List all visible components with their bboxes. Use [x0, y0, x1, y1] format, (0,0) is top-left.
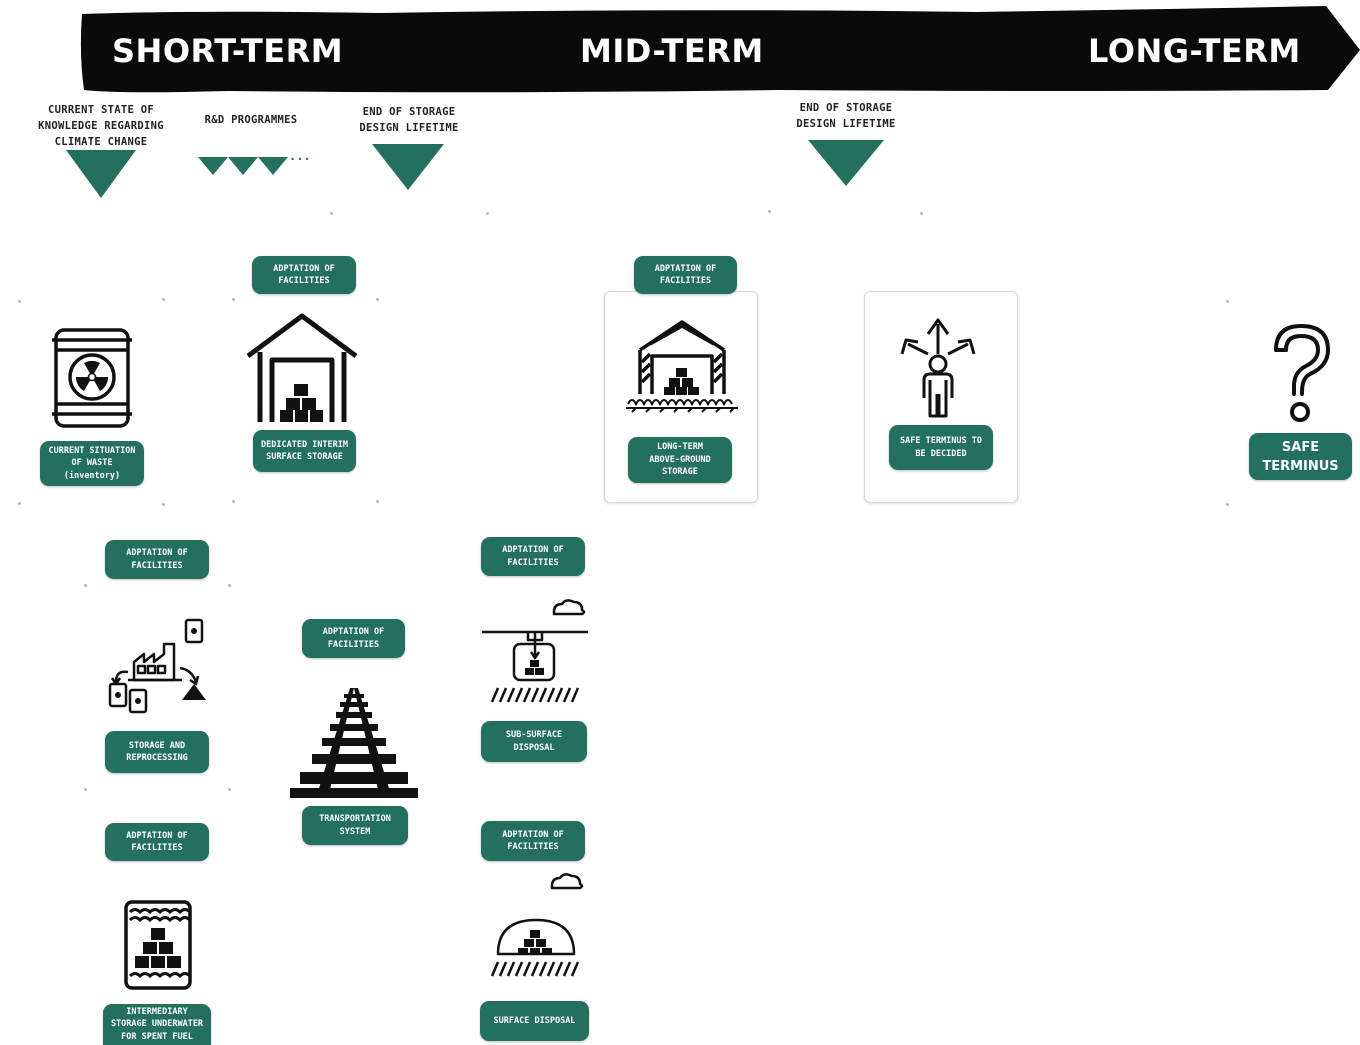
underground-disposal-icon [482, 599, 588, 703]
decor-dot [1226, 300, 1229, 303]
decor-dot [232, 298, 235, 301]
decor-dot [330, 212, 333, 215]
phase-mid-term: MID-TERM [580, 32, 764, 70]
timeline-bar: SHORT-TERM MID-TERM LONG-TERM [78, 4, 1360, 96]
node-sub-surface-disposal[interactable]: SUB-SURFACE DISPOSAL [481, 721, 587, 762]
decor-dot [376, 298, 379, 301]
decor-dot [920, 212, 923, 215]
node-transportation[interactable]: TRANSPORTATION SYSTEM [302, 806, 408, 845]
node-intermediary-storage[interactable]: INTERMEDIARY STORAGE UNDERWATER FOR SPEN… [103, 1004, 211, 1045]
node-safe-terminus[interactable]: SAFE TERMINUS [1249, 433, 1352, 480]
radioactive-barrel-icon [52, 328, 132, 428]
adaptation-badge-transport[interactable]: ADPTATION OF FACILITIES [302, 619, 405, 658]
decor-dot [1226, 503, 1229, 506]
question-mark-icon [1274, 323, 1331, 422]
marker-end-storage-2-label: END OF STORAGE DESIGN LIFETIME [796, 102, 896, 130]
node-long-term-above-ground[interactable]: LONG-TERM ABOVE-GROUND STORAGE [628, 437, 732, 483]
decor-dot [162, 503, 165, 506]
surface-dome-icon [490, 873, 584, 977]
marker-end-storage-1-label: END OF STORAGE DESIGN LIFETIME [359, 106, 459, 134]
decor-dot [84, 584, 87, 587]
marker-rd-label: R&D PROGRAMMES [204, 114, 298, 126]
marker-end-storage-2-triangle [808, 140, 884, 186]
decor-dot [376, 500, 379, 503]
marker-current-state-triangle [66, 150, 136, 198]
person-arrows-icon [900, 318, 976, 418]
warehouse-icon [246, 313, 358, 422]
phase-long-term: LONG-TERM [1088, 32, 1301, 70]
marker-rd-triangle-2 [228, 157, 258, 175]
decor-dot [232, 500, 235, 503]
underwater-storage-icon [124, 900, 192, 990]
decor-dot [84, 788, 87, 791]
marker-end-storage-1-triangle [372, 144, 444, 190]
decor-dot [228, 788, 231, 791]
adaptation-badge-interim[interactable]: ADPTATION OF FACILITIES [252, 256, 356, 294]
timeline-arrow-shape [80, 6, 1360, 93]
node-current-situation[interactable]: CURRENT SITUATION OF WASTE (inventory) [40, 441, 144, 486]
cloud-icon [552, 599, 586, 616]
adaptation-badge-sub-surface[interactable]: ADPTATION OF FACILITIES [481, 537, 585, 576]
node-storage-reprocessing[interactable]: STORAGE AND REPROCESSING [105, 731, 209, 773]
adaptation-badge-intermediary[interactable]: ADPTATION OF FACILITIES [105, 823, 209, 861]
factory-icon [108, 618, 206, 714]
node-dedicated-interim[interactable]: DEDICATED INTERIM SURFACE STORAGE [253, 430, 356, 472]
decor-dot [768, 210, 771, 213]
marker-rd-ellipsis: ··· [289, 152, 311, 166]
node-surface-disposal[interactable]: SURFACE DISPOSAL [480, 1001, 589, 1041]
decor-dot [18, 502, 21, 505]
adaptation-badge-surface[interactable]: ADPTATION OF FACILITIES [481, 821, 585, 861]
decor-dot [162, 298, 165, 301]
phase-short-term: SHORT-TERM [112, 32, 344, 70]
warehouse-icon [626, 320, 738, 413]
decor-dot [228, 584, 231, 587]
marker-rd-triangle-1 [198, 157, 228, 175]
node-safe-terminus-tbd[interactable]: SAFE TERMINUS TO BE DECIDED [889, 425, 993, 470]
decor-dot [486, 212, 489, 215]
decor-dot [18, 300, 21, 303]
adaptation-badge-long-term[interactable]: ADPTATION OF FACILITIES [634, 256, 737, 294]
marker-rd-triangle-3 [258, 157, 288, 175]
railway-track-icon [290, 688, 418, 798]
adaptation-badge-reprocessing[interactable]: ADPTATION OF FACILITIES [105, 540, 209, 579]
marker-current-state-label: CURRENT STATE OF KNOWLEDGE REGARDING CLI… [38, 104, 164, 148]
cloud-icon [550, 873, 584, 890]
